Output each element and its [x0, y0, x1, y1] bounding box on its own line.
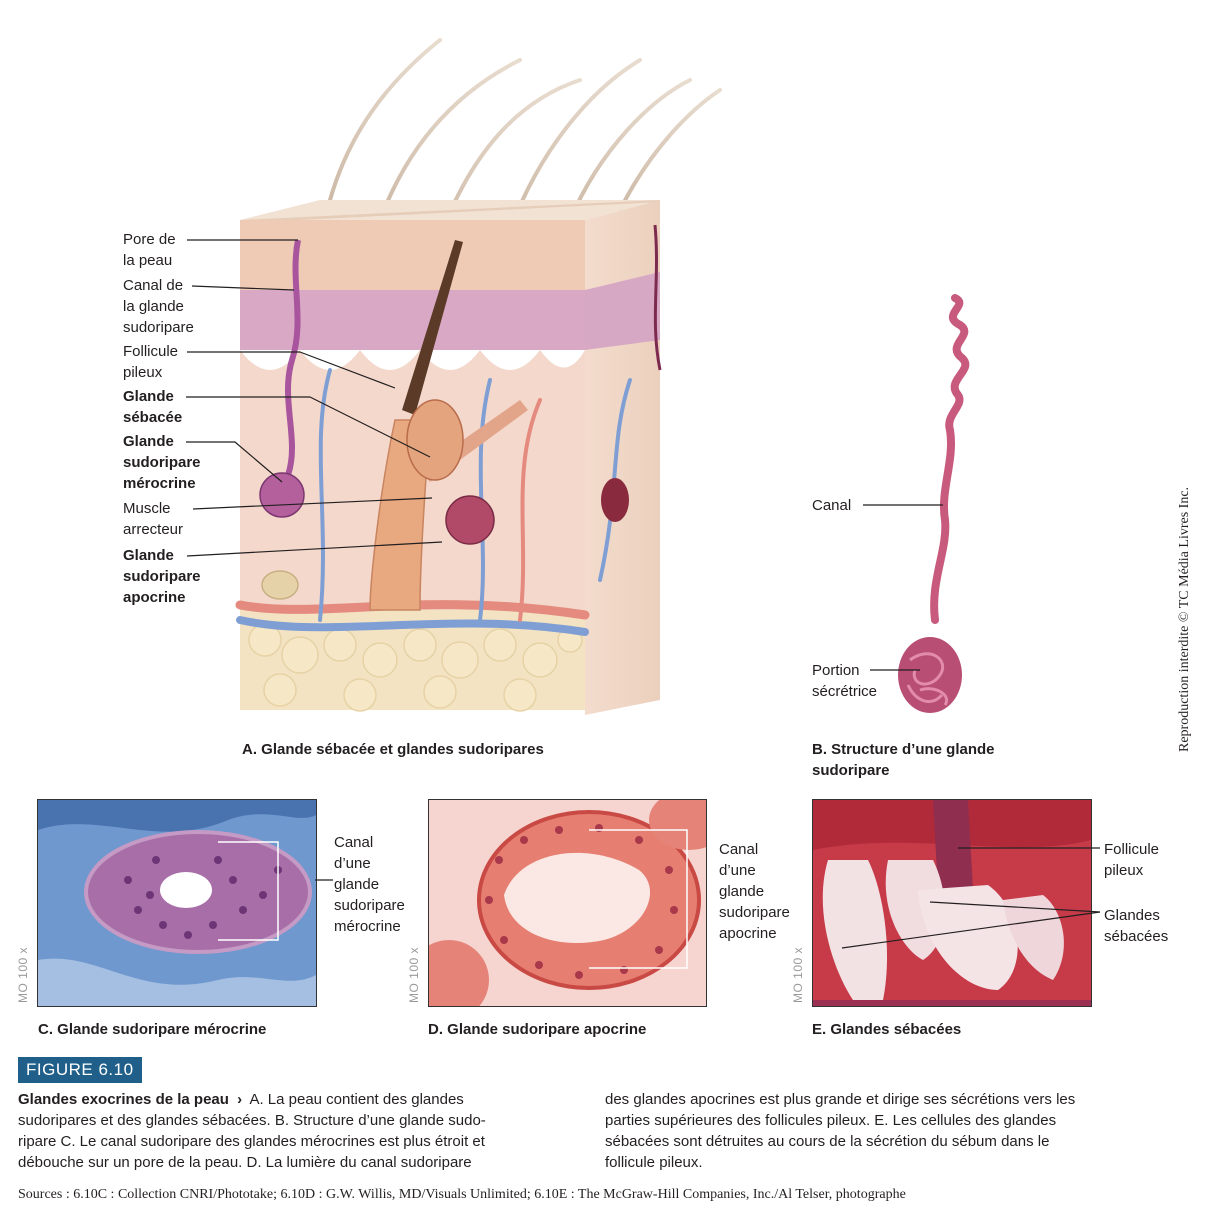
label-d-line2: d’une — [719, 862, 756, 879]
magnification-e: MO 100 x — [791, 946, 805, 1003]
label-portion-line2: sécrétrice — [812, 683, 878, 700]
caption-panel-b-line1: B. Structure d’une glande — [812, 741, 995, 758]
label-e2-line1: Glandes — [1104, 907, 1160, 924]
apocrine-gland-shape — [445, 495, 495, 545]
merocrine-duct — [285, 239, 301, 476]
label-c-line4: sudoripare — [334, 897, 405, 914]
sources-line: Sources : 6.10C : Collection CNRI/Photot… — [18, 1187, 906, 1202]
copyright-vertical: Reproduction interdite © TC Média Livres… — [1177, 486, 1192, 752]
sebaceous-gland-shape — [406, 399, 464, 481]
skin-block-illustration — [235, 38, 722, 715]
caption-col1-line3: ripare C. Le canal sudoripare des glande… — [18, 1133, 485, 1150]
label-e1-line1: Follicule — [1104, 841, 1160, 858]
label-e2-line2: sébacées — [1104, 928, 1169, 945]
caption-panel-c: C. Glande sudoripare mérocrine — [38, 1021, 267, 1038]
label-canal-line3: sudoripare — [123, 319, 194, 336]
label-pore-line1: Pore de — [123, 231, 176, 248]
label-sebaceous-line2: sébacée — [123, 409, 183, 426]
caption-panel-e: E. Glandes sébacées — [812, 1021, 962, 1038]
leader-e — [841, 847, 1101, 949]
caption-panel-a: A. Glande sébacée et glandes sudoripares — [242, 741, 544, 758]
label-merocrine-line1: Glande — [123, 433, 174, 450]
caption-col1-line4: débouche sur un pore de la peau. D. La l… — [18, 1154, 472, 1171]
micrograph-merocrine-image — [38, 800, 316, 1006]
micrograph-merocrine — [37, 799, 317, 1007]
caption-column-2: des glandes apocrines est plus grande et… — [605, 1089, 1185, 1173]
label-c-line3: glande — [334, 876, 380, 893]
label-merocrine-line2: sudoripare — [123, 454, 201, 471]
magnification-c: MO 100 x — [16, 946, 30, 1003]
micrograph-apocrine-image — [429, 800, 706, 1006]
panel-a-leader-lines — [186, 239, 443, 557]
label-apocrine-line2: sudoripare — [123, 568, 201, 585]
label-portion-line1: Portion — [812, 662, 860, 679]
blood-vessels — [235, 368, 632, 636]
figure-badge: FIGURE 6.10 — [18, 1057, 142, 1083]
caption-panel-b-line2: sudoripare — [812, 762, 890, 779]
label-canal-line1: Canal de — [123, 277, 184, 294]
label-pore-line2: la peau — [123, 252, 173, 269]
sweat-gland-structure — [898, 294, 970, 713]
label-muscle-line2: arrecteur — [123, 521, 184, 538]
caption-col2-line1: des glandes apocrines est plus grande et… — [605, 1091, 1076, 1108]
leader-c — [315, 879, 333, 881]
label-canal-line2: la glande — [123, 298, 184, 315]
label-d-line1: Canal — [719, 841, 759, 858]
caption-panel-d: D. Glande sudoripare apocrine — [428, 1021, 647, 1038]
leader-portion-b — [870, 669, 920, 671]
label-e1-line2: pileux — [1104, 862, 1144, 879]
caption-col2-line3: sébacées sont détruites au cours de la s… — [605, 1133, 1050, 1150]
figure-title: Glandes exocrines de la peau — [18, 1091, 229, 1108]
label-sebaceous-line1: Glande — [123, 388, 174, 405]
label-merocrine-line3: mérocrine — [123, 475, 196, 492]
caption-col2-line4: follicule pileux. — [605, 1154, 703, 1171]
label-c-line1: Canal — [334, 834, 374, 851]
label-d-line3: glande — [719, 883, 765, 900]
label-apocrine-line3: apocrine — [123, 589, 186, 606]
label-muscle-line1: Muscle — [123, 500, 171, 517]
leader-canal-b — [863, 504, 943, 506]
label-follicle-line1: Follicule — [123, 343, 179, 360]
label-apocrine-line1: Glande — [123, 547, 174, 564]
magnification-d: MO 100 x — [407, 946, 421, 1003]
micrograph-apocrine — [428, 799, 707, 1007]
sweat-duct-shape — [930, 294, 970, 624]
label-follicle-line2: pileux — [123, 364, 163, 381]
label-d-line4: sudoripare — [719, 904, 790, 921]
micrograph-sebaceous-image — [813, 800, 1091, 1006]
caption-col2-line2: parties supérieures des follicules pileu… — [605, 1112, 1057, 1129]
caption-column-1: Glandes exocrines de la peau › A. La pea… — [18, 1089, 588, 1173]
caption-col1-line2: sudoripares et des glandes sébacées. B. … — [18, 1112, 486, 1129]
label-c-line5: mérocrine — [334, 918, 401, 935]
label-canal-b: Canal — [812, 497, 852, 514]
caption-col1-line1: A. La peau contient des glandes — [249, 1091, 464, 1108]
label-c-line2: d’une — [334, 855, 371, 872]
label-d-line5: apocrine — [719, 925, 777, 942]
figure-title-arrow: › — [237, 1091, 243, 1108]
